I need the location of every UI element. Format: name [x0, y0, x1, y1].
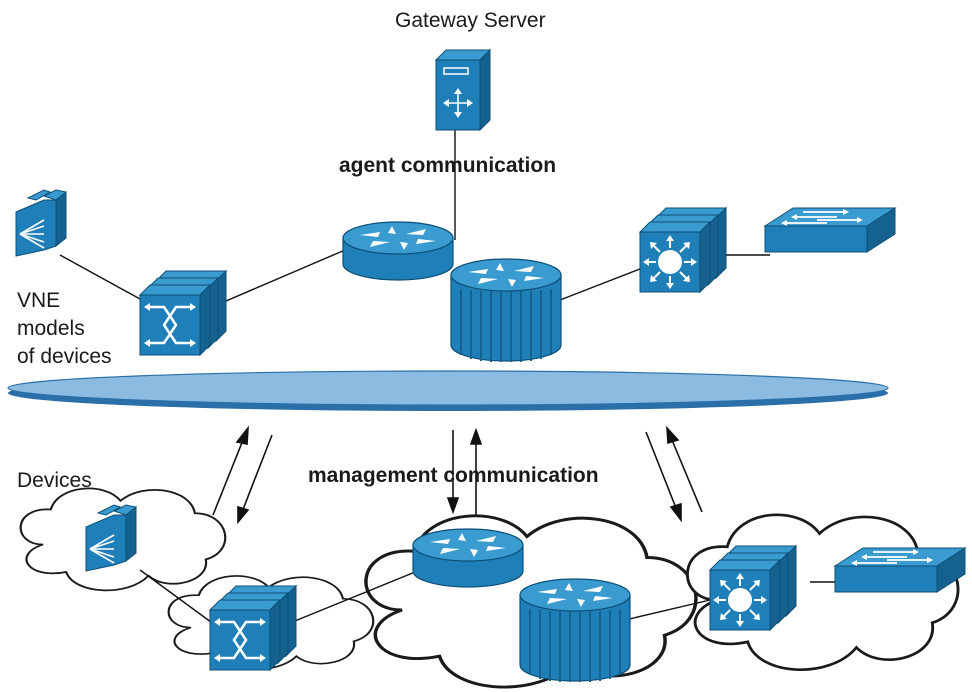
multilayer-switch-icon	[710, 546, 796, 630]
gateway-server-label: Gateway Server	[395, 9, 546, 32]
management-communication-label: management communication	[308, 464, 599, 487]
atm-switch-icon	[140, 271, 226, 355]
router-tall-icon	[519, 578, 631, 683]
communication-arrows	[212, 425, 703, 525]
switch-icon	[834, 547, 966, 593]
content-switch-icon	[15, 189, 67, 257]
router-icon	[342, 221, 454, 281]
vne-label-line3: of devices	[17, 345, 112, 368]
gateway-server-icon	[434, 48, 492, 132]
multilayer-switch-icon	[640, 208, 726, 292]
router-tall-icon	[450, 258, 562, 363]
atm-switch-icon	[210, 586, 296, 670]
vne-ellipse	[7, 370, 889, 411]
vne-label-line2: models	[17, 317, 85, 340]
router-icon	[412, 528, 524, 588]
devices-label: Devices	[17, 469, 92, 492]
connection-lines-lower	[139, 569, 840, 626]
vne-label-line1: VNE	[17, 289, 61, 312]
agent-communication-label: agent communication	[339, 154, 557, 177]
switch-icon	[764, 207, 896, 253]
